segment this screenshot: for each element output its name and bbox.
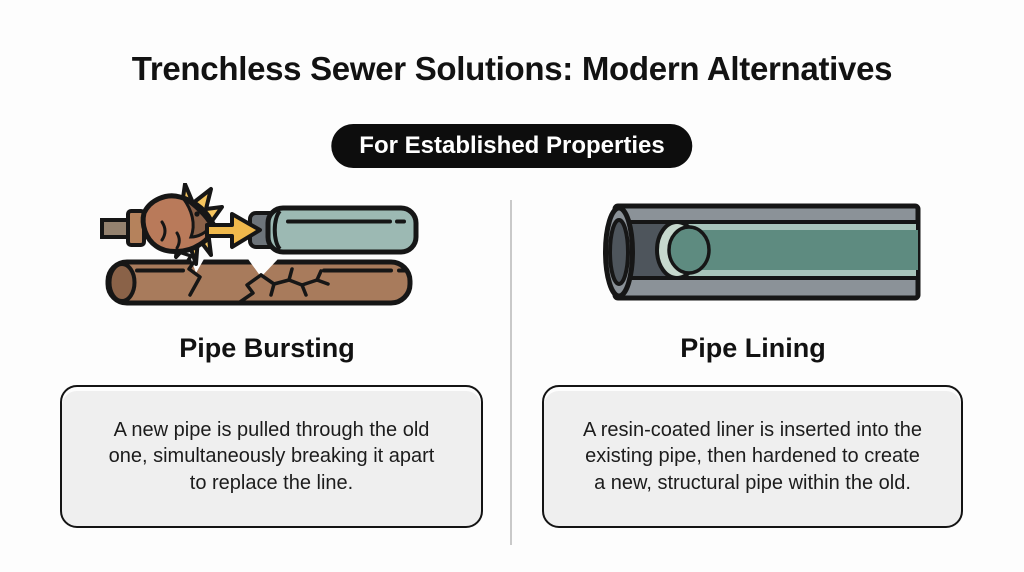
- pipe-lining-description-box: A resin-coated liner is inserted into th…: [542, 385, 963, 528]
- subtitle-badge: For Established Properties: [331, 124, 693, 168]
- pipe-bursting-description-box: A new pipe is pulled through the old one…: [60, 385, 483, 528]
- pipe-bursting-description: A new pipe is pulled through the old one…: [108, 418, 435, 494]
- pipe-lining-description: A resin-coated liner is inserted into th…: [582, 418, 923, 494]
- lined-pipe-icon: [603, 203, 921, 301]
- direction-arrow-icon: [205, 212, 262, 249]
- vertical-divider: [510, 200, 512, 545]
- new-pipe-icon: [248, 205, 419, 255]
- bursting-rod-icon: [100, 209, 146, 247]
- page-title: Trenchless Sewer Solutions: Modern Alter…: [131, 50, 893, 87]
- pipe-lining-illustration: [603, 203, 921, 301]
- pipe-lining-heading: Pipe Lining: [680, 333, 826, 363]
- pipe-bursting-illustration: [100, 183, 419, 306]
- pipe-bursting-heading: Pipe Bursting: [179, 333, 355, 363]
